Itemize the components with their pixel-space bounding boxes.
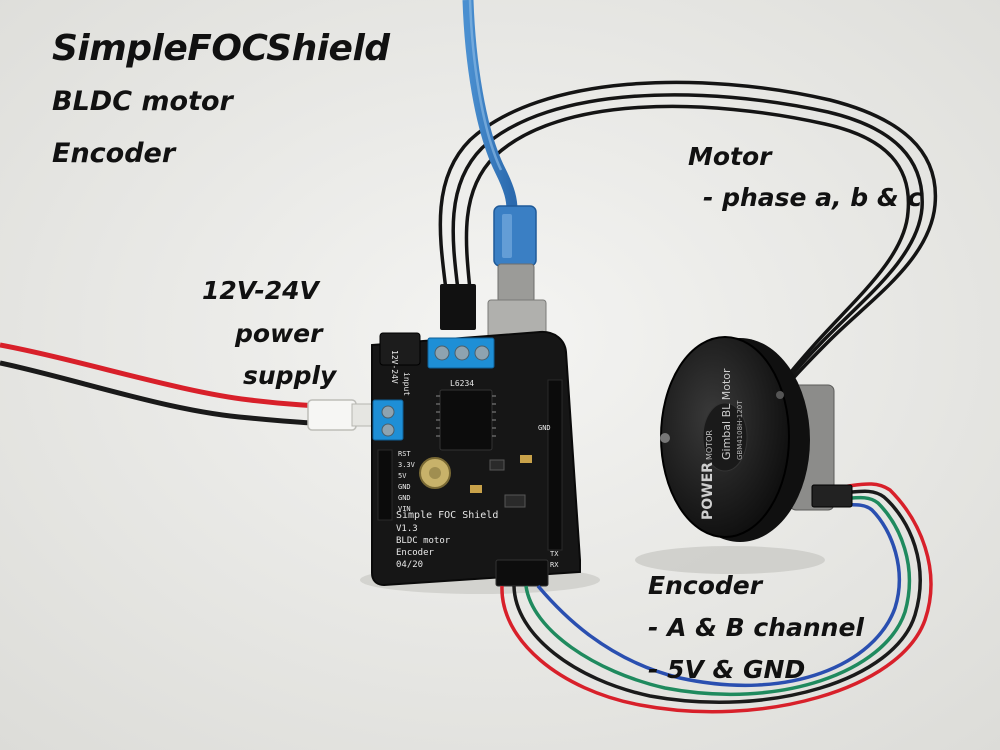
caption-subtitle-bldc: BLDC motor	[52, 86, 233, 117]
caption-encoder-channels: - A & B channel	[648, 613, 865, 642]
usb-cable	[462, 0, 547, 341]
usb-boot	[493, 205, 537, 267]
right-pin-header	[547, 379, 563, 551]
motor-wire-header	[440, 284, 476, 330]
board-date-text: 04/20	[396, 560, 423, 570]
caption-subtitle-encoder: Encoder	[52, 138, 176, 169]
motor-brand-text: POWER	[700, 462, 716, 520]
motor-screw-1	[660, 433, 670, 443]
motor-phase-wires	[438, 80, 938, 433]
caption-motor: Motor	[688, 142, 772, 171]
caption-encoder-power: - 5V & GND	[648, 655, 806, 684]
caption-power-voltage: 12V-24V	[202, 276, 319, 305]
board-5v-text: 5V	[398, 472, 407, 480]
power-wires	[0, 342, 375, 431]
bldc-motor: POWER MOTOR Gimbal BL Motor GBM4108H-120…	[660, 336, 853, 542]
caption-title: SimpleFOCShield	[52, 28, 390, 69]
power-terminal-block	[372, 399, 404, 441]
board-encoder-text: Encoder	[396, 548, 435, 558]
board-input-text: input	[402, 372, 411, 396]
board-version-text: V1.3	[396, 524, 418, 534]
motor-shadow	[635, 546, 825, 574]
caption-encoder: Encoder	[648, 571, 763, 600]
motor-screw-2	[776, 391, 784, 399]
board-gnd-right-text: GND	[538, 424, 551, 432]
shield-board: Simple FOC Shield V1.3 BLDC motor Encode…	[371, 330, 581, 587]
motor-model-text: Gimbal BL Motor	[720, 368, 733, 460]
motor-brand-sub-text: MOTOR	[705, 430, 714, 460]
board-tx-text: TX	[550, 550, 559, 558]
encoder-plug	[811, 484, 853, 508]
board-gnd2-text: GND	[398, 494, 411, 502]
board-3v3-text: 3.3V	[398, 461, 416, 469]
motor-part-text: GBM4108H-120T	[736, 400, 744, 460]
motor-terminal-block	[427, 337, 495, 369]
board-motor-text: BLDC motor	[396, 536, 451, 546]
caption-power-word: power	[235, 319, 323, 348]
power-connector-plug	[307, 399, 357, 431]
encoder-connector	[495, 559, 549, 587]
board-vin-text: VIN	[398, 505, 411, 513]
board-rx-text: RX	[550, 561, 559, 569]
caption-power-supply: supply	[243, 361, 337, 390]
board-chip-text: L6234	[450, 379, 474, 388]
driver-chip	[439, 389, 493, 451]
board-voltage-text: 12V-24V	[390, 350, 399, 384]
left-pin-header	[377, 449, 393, 521]
dc-power-jack	[379, 332, 421, 366]
board-gnd1-text: GND	[398, 483, 411, 491]
board-rst-text: RST	[398, 450, 411, 458]
caption-motor-phases: - phase a, b & c	[703, 183, 923, 212]
usb-plug-metal	[497, 263, 535, 303]
board-name-text: Simple FOC Shield	[396, 510, 498, 521]
encoder-wires	[500, 482, 933, 714]
